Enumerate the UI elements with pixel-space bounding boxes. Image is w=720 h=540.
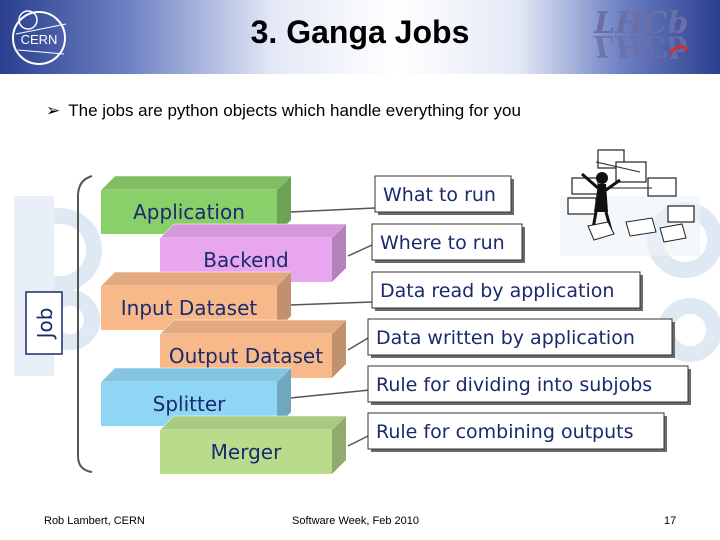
page-number: 17: [664, 515, 677, 527]
bullet-text: The jobs are python objects which handle…: [68, 101, 521, 120]
layer-label-backend: Backend: [203, 248, 289, 272]
bullet-arrow-icon: ➢: [46, 101, 61, 120]
description-backend: Where to run: [371, 223, 525, 263]
layer-top-face: [100, 175, 292, 191]
description-box: [371, 223, 523, 261]
footer-event: Software Week, Feb 2010: [292, 515, 419, 527]
layer-side-face: [277, 176, 291, 234]
footer-author: Rob Lambert, CERN: [44, 515, 145, 527]
description-label-backend: Where to run: [380, 232, 505, 254]
layer-top-face: [100, 367, 292, 383]
layer-side-face: [277, 272, 291, 330]
lhcb-logo: LHCb LHCb: [586, 2, 706, 70]
connector-lines: [289, 207, 376, 447]
title-bar: [0, 0, 720, 74]
description-merger: Rule for combining outputs: [367, 412, 667, 452]
lhcb-red-mark: [668, 45, 689, 55]
layer-front-face: [160, 430, 332, 474]
description-box: [367, 412, 665, 450]
description-box: [367, 365, 689, 403]
description-box: [371, 271, 641, 309]
layer-merger: Merger: [159, 415, 347, 474]
presenter-clipart: [567, 149, 695, 243]
layer-label-merger: Merger: [211, 440, 282, 464]
lhcb-logo-text: LHCb: [594, 6, 689, 41]
layer-top-face: [159, 319, 347, 335]
layer-label-splitter: Splitter: [153, 392, 226, 416]
layer-side-face: [277, 368, 291, 426]
layer-label-application: Application: [133, 200, 245, 224]
layer-side-face: [332, 320, 346, 378]
layer-top-face: [159, 223, 347, 239]
description-input-dataset: Data read by application: [371, 271, 643, 311]
cern-logo: CERN: [12, 10, 67, 65]
layer-top-face: [159, 415, 347, 431]
layer-side-face: [332, 416, 346, 474]
layer-top-face: [100, 271, 292, 287]
description-label-application: What to run: [383, 184, 496, 206]
description-application: What to run: [374, 175, 514, 215]
job-bracket: [77, 175, 93, 473]
description-output-dataset: Data written by application: [367, 318, 675, 358]
description-label-input-dataset: Data read by application: [380, 280, 614, 302]
layer-label-input-dataset: Input Dataset: [121, 296, 258, 320]
description-box: [367, 318, 673, 356]
cern-logo-text: CERN: [21, 32, 58, 47]
job-label: Job: [33, 308, 57, 341]
description-label-splitter: Rule for dividing into subjobs: [376, 374, 652, 396]
description-label-merger: Rule for combining outputs: [376, 421, 634, 443]
description-box: [374, 175, 512, 213]
description-splitter: Rule for dividing into subjobs: [367, 365, 691, 405]
bullet-point: ➢ The jobs are python objects which handl…: [46, 101, 521, 121]
description-label-output-dataset: Data written by application: [376, 327, 635, 349]
layer-label-output-dataset: Output Dataset: [169, 344, 323, 368]
layer-side-face: [332, 224, 346, 282]
page-title: 3. Ganga Jobs: [250, 14, 470, 50]
job-label-box: [25, 291, 63, 355]
